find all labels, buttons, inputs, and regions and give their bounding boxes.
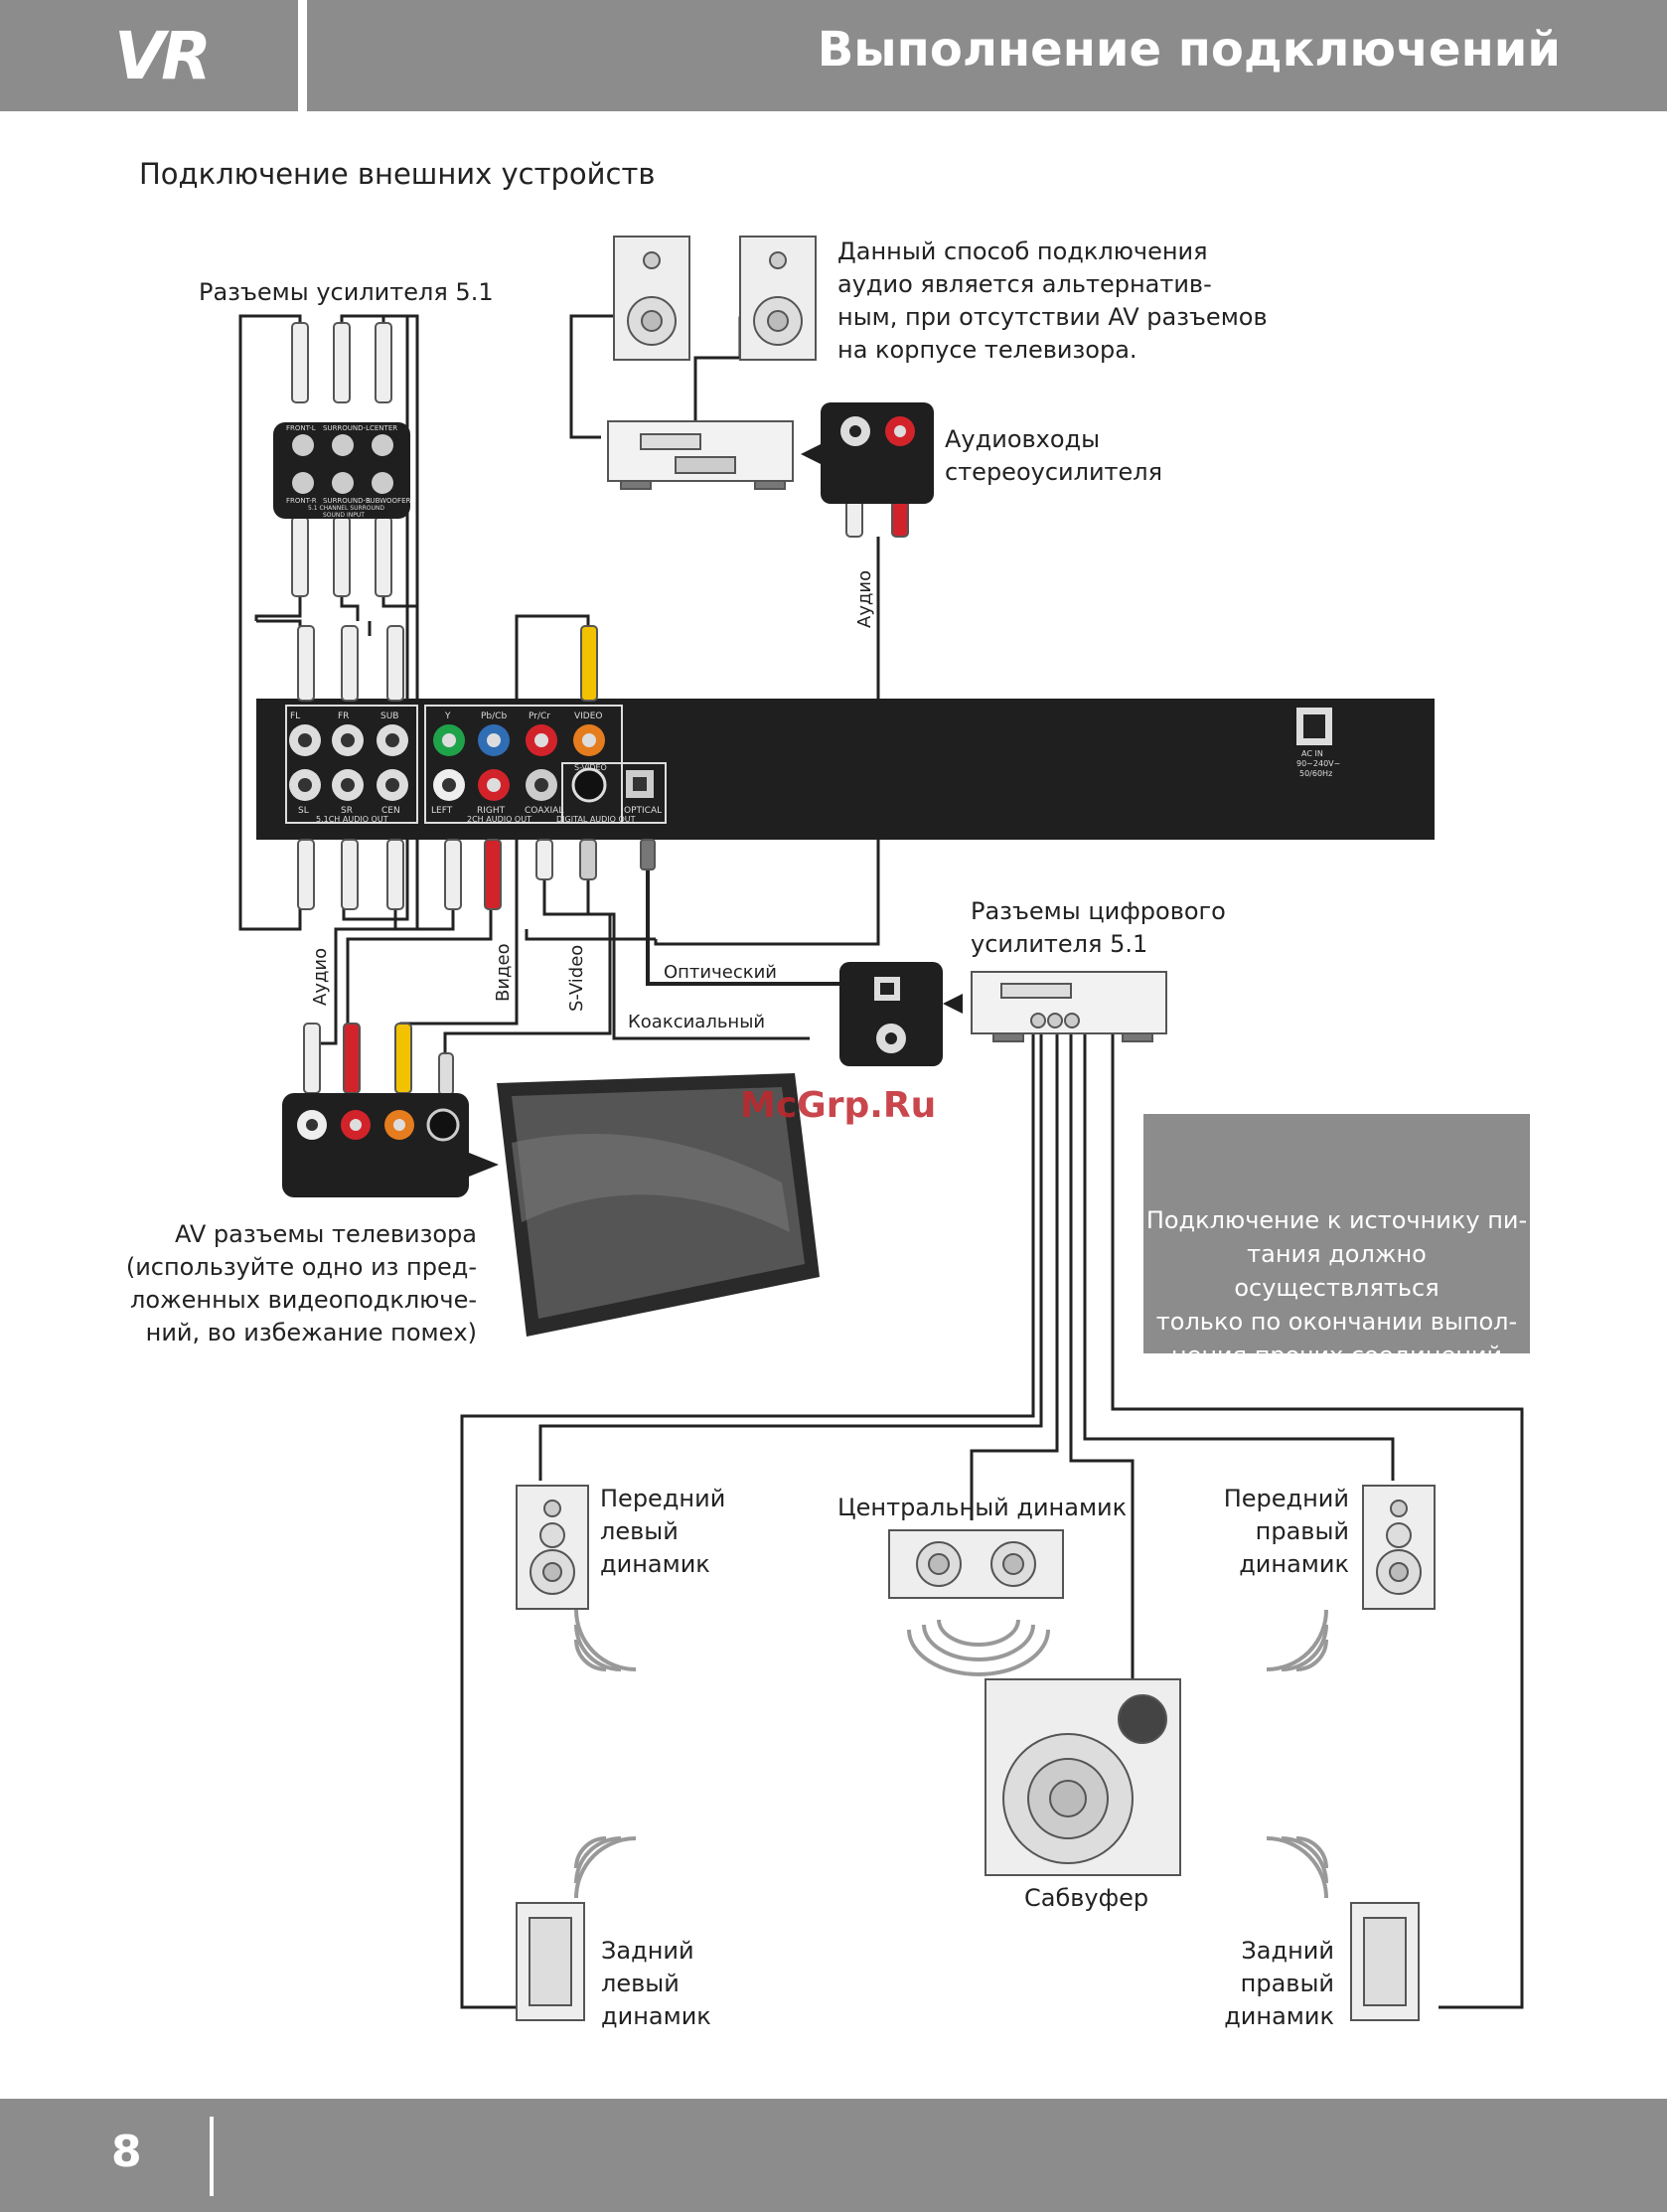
amp-box-front-l: FRONT-L bbox=[286, 424, 316, 432]
rear-left-speaker bbox=[516, 1902, 585, 2021]
panel-label-sl: SL bbox=[298, 806, 309, 816]
panel-label-right: RIGHT bbox=[477, 806, 506, 816]
rear-right-line-3: динамик bbox=[1224, 2002, 1334, 2030]
alt-note-line-1: Данный способ подключения bbox=[837, 237, 1208, 265]
tv-screen bbox=[497, 1073, 820, 1337]
panel-label-fr: FR bbox=[338, 711, 350, 721]
front-left-line-1: Передний bbox=[600, 1485, 726, 1512]
warning-line-4: нения прочих соединений bbox=[1170, 1342, 1503, 1369]
amp-box-surround-l: SURROUND-L bbox=[323, 424, 370, 432]
footer-bar bbox=[0, 2099, 1667, 2212]
digital-amp-line-2: усилителя 5.1 bbox=[971, 930, 1148, 958]
front-right-speaker bbox=[1362, 1485, 1436, 1610]
rear-right-speaker bbox=[1350, 1902, 1420, 2021]
front-left-line-2: левый bbox=[600, 1517, 679, 1545]
front-left-speaker bbox=[516, 1485, 589, 1610]
front-left-line-3: динамик bbox=[600, 1550, 710, 1578]
stereo-inputs-line-1: Аудиовходы bbox=[945, 425, 1101, 453]
amp-box-caption-1: 5.1 CHANNEL SURROUND bbox=[308, 505, 385, 512]
panel-label-sub: SUB bbox=[380, 711, 399, 721]
player-rear-panel bbox=[256, 699, 1435, 840]
panel-label-coaxial: COAXIAL bbox=[525, 806, 564, 816]
panel-ac-freq: 50/60Hz bbox=[1299, 769, 1333, 778]
panel-label-video: VIDEO bbox=[574, 711, 603, 721]
warning-text: Подключение к источнику пи- тания должно… bbox=[1143, 1203, 1530, 1372]
audio-vertical-label-2: Аудио bbox=[310, 947, 331, 1006]
rear-left-line-1: Задний bbox=[601, 1937, 694, 1965]
page-number: 8 bbox=[111, 2127, 142, 2177]
page-title: Выполнение подключений bbox=[817, 22, 1561, 78]
stereo-speakers bbox=[613, 236, 817, 361]
front-right-line-3: динамик bbox=[1239, 1550, 1349, 1578]
panel-label-fl: FL bbox=[290, 711, 301, 721]
footer-separator bbox=[210, 2117, 214, 2196]
panel-ac-voltage: 90~240V~ bbox=[1296, 759, 1341, 768]
amp-box-surround-r: SURROUND-R bbox=[323, 497, 371, 505]
tv-av-line-3: ложенных видеоподключе- bbox=[130, 1286, 477, 1314]
digital-amplifier bbox=[971, 971, 1167, 1042]
rear-left-line-3: динамик bbox=[601, 2002, 711, 2030]
panel-ac-in: AC IN bbox=[1301, 749, 1323, 758]
header-bar: Выполнение подключений bbox=[307, 0, 1667, 111]
warning-line-2: тания должно осуществляться bbox=[1234, 1240, 1440, 1302]
alt-note-line-4: на корпусе телевизора. bbox=[837, 336, 1137, 364]
panel-label-pb: Pb/Cb bbox=[481, 711, 508, 721]
panel-caption-51: 5.1CH AUDIO OUT bbox=[316, 815, 388, 824]
panel-caption-digital: DIGITAL AUDIO OUT bbox=[556, 815, 636, 824]
amp51-label: Разъемы усилителя 5.1 bbox=[199, 278, 494, 306]
vr-logo: VR bbox=[114, 18, 212, 94]
watermark: McGrp.Ru bbox=[740, 1085, 937, 1126]
amp-box-front-r: FRONT-R bbox=[286, 497, 317, 505]
alt-note-line-3: ным, при отсутствии AV разъемов bbox=[837, 303, 1268, 331]
warning-line-1: Подключение к источнику пи- bbox=[1145, 1206, 1528, 1234]
digital-input-box bbox=[839, 962, 963, 1066]
tv-av-line-1: AV разъемы телевизора bbox=[174, 1220, 477, 1248]
warning-line-3: только по окончании выпол- bbox=[1155, 1308, 1518, 1336]
svideo-vertical-label: S-Video bbox=[566, 944, 587, 1012]
amp-box-center: CENTER bbox=[370, 424, 398, 432]
panel-label-svideo: S-VIDEO bbox=[574, 763, 607, 772]
amp-box-caption-2: SOUND INPUT bbox=[323, 512, 365, 519]
panel-label-pr: Pr/Cr bbox=[529, 711, 550, 721]
rear-right-line-1: Задний bbox=[1241, 1937, 1334, 1965]
tv-av-line-2: (используйте одно из пред- bbox=[125, 1253, 477, 1281]
panel-label-optical: OPTICAL bbox=[624, 806, 663, 816]
panel-label-sr: SR bbox=[341, 806, 353, 816]
header-logo-area: VR bbox=[0, 0, 298, 111]
optical-label: Оптический bbox=[664, 962, 777, 983]
rear-right-line-2: правый bbox=[1240, 1970, 1334, 1997]
panel-label-cen: CEN bbox=[381, 806, 400, 816]
warning-box: Подключение к источнику пи- тания должно… bbox=[1143, 1114, 1530, 1369]
coaxial-label: Коаксиальный bbox=[628, 1012, 766, 1032]
audio-vertical-label-1: Аудио bbox=[854, 569, 875, 628]
stereo-input-box bbox=[801, 402, 934, 504]
panel-label-y: Y bbox=[445, 711, 451, 721]
digital-amp-line-1: Разъемы цифрового bbox=[971, 897, 1226, 925]
ch51-jacks bbox=[289, 724, 408, 801]
center-speaker bbox=[888, 1529, 1064, 1599]
subwoofer-label: Сабвуфер bbox=[1024, 1884, 1149, 1912]
tv-av-box bbox=[282, 1093, 499, 1197]
front-right-line-1: Передний bbox=[1223, 1485, 1349, 1512]
alt-note-line-2: аудио является альтернатив- bbox=[837, 270, 1212, 298]
panel-label-left: LEFT bbox=[431, 806, 453, 816]
component-jacks bbox=[433, 724, 654, 803]
stereo-amplifier bbox=[607, 420, 794, 490]
sound-waves bbox=[574, 1609, 1328, 1899]
rca-plugs bbox=[291, 322, 909, 1096]
center-speaker-label: Центральный динамик bbox=[837, 1494, 1128, 1521]
front-right-line-2: правый bbox=[1255, 1517, 1349, 1545]
stereo-inputs-line-2: стереоусилителя bbox=[945, 458, 1163, 486]
video-vertical-label: Видео bbox=[493, 943, 514, 1002]
rear-left-line-2: левый bbox=[601, 1970, 680, 1997]
section-subtitle: Подключение внешних устройств bbox=[139, 157, 656, 191]
panel-caption-2ch: 2CH AUDIO OUT bbox=[467, 815, 531, 824]
subwoofer bbox=[985, 1678, 1181, 1876]
amp-box-subwoofer: SUBWOOFER bbox=[366, 497, 411, 505]
header-separator bbox=[298, 0, 307, 111]
tv-av-line-4: ний, во избежание помех) bbox=[145, 1319, 477, 1346]
